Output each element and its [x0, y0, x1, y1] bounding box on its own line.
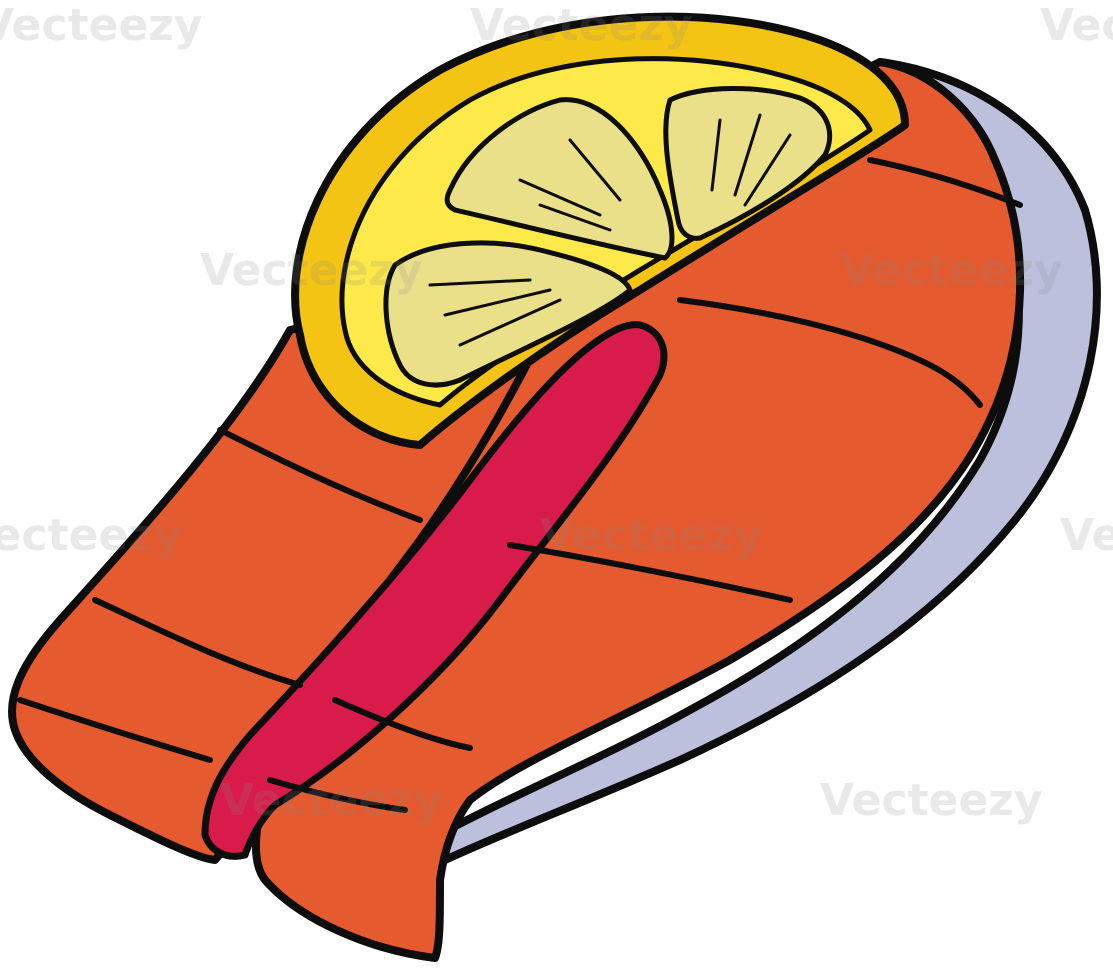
flesh-line: [867, 157, 1023, 208]
watermark-layer: Vecteezy Vecteezy Vecteezy Vecteezy Vect…: [0, 0, 1113, 826]
watermark-text: Vecteezy: [540, 510, 763, 561]
watermark-text: Vecteezy: [1040, 0, 1113, 51]
lemon-segment: [383, 240, 633, 388]
watermark-text: Vecteezy: [820, 775, 1043, 826]
flesh-line: [507, 542, 793, 603]
watermark-text: Vecteezy: [1060, 510, 1113, 561]
flesh-line: [217, 427, 423, 523]
watermark-text: Vecteezy: [0, 0, 203, 51]
lemon-veins: [428, 113, 792, 347]
watermark-text: Vecteezy: [470, 0, 693, 51]
lemon-segment: [663, 86, 833, 241]
salmon-center-stripe: [201, 321, 668, 860]
flesh-line: [677, 297, 983, 408]
watermark-text: Vecteezy: [200, 245, 423, 296]
flesh-line: [92, 597, 303, 688]
watermark-text: Vecteezy: [840, 245, 1063, 296]
watermark-text: Vecteezy: [0, 510, 183, 561]
lemon-segment: [444, 97, 675, 261]
flesh-line: [17, 697, 213, 763]
flesh-line: [267, 777, 408, 813]
watermark-text: Vecteezy: [220, 775, 443, 826]
flesh-line: [332, 697, 473, 751]
